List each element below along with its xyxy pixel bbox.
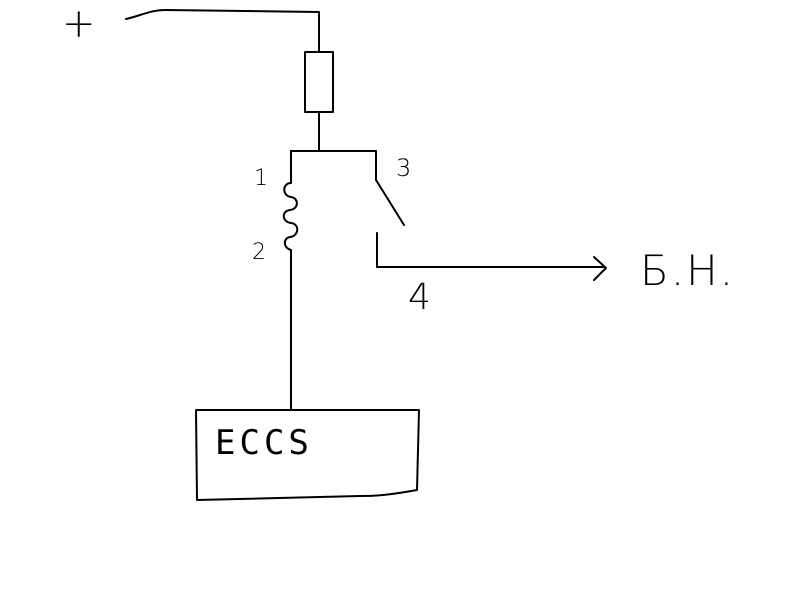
output-arrow xyxy=(593,256,607,281)
relay-pin-4-label: 4 xyxy=(408,277,431,318)
relay-pin-3-label: 3 xyxy=(396,154,412,182)
ecu-label: ECCS xyxy=(215,423,313,463)
supply-plus-label: + xyxy=(62,1,96,47)
switch-blade xyxy=(375,179,405,226)
relay-pin-2-label: 2 xyxy=(252,240,266,265)
supply-wire xyxy=(125,9,320,53)
fuse xyxy=(304,51,334,113)
relay-coil xyxy=(282,182,299,251)
ecu-box xyxy=(195,409,420,501)
relay-pin-1-label: 1 xyxy=(254,166,268,191)
output-target-label: Б.Н. xyxy=(640,246,736,295)
